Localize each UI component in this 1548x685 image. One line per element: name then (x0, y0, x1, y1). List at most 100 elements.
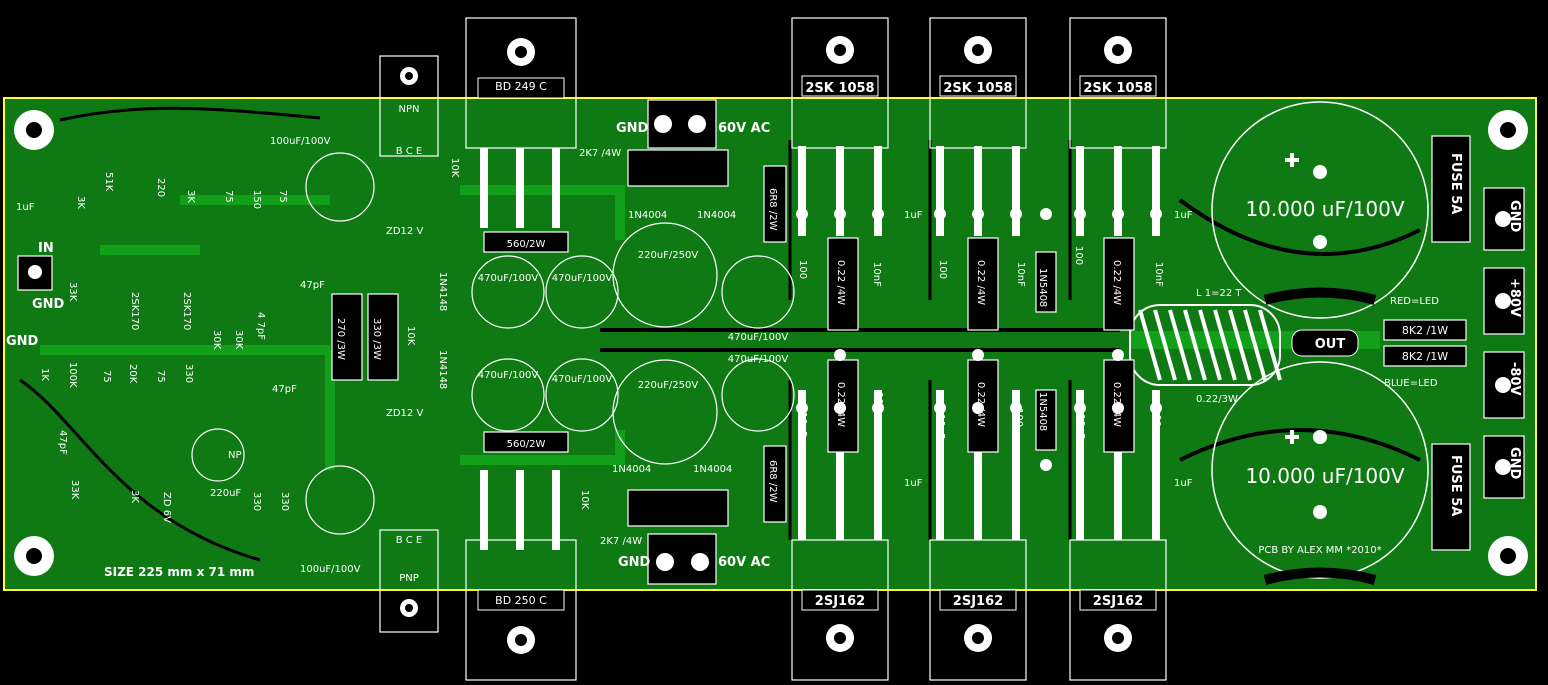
label-r33k-a: 33K (67, 282, 78, 302)
label-2k7-top: 2K7 /4W (579, 148, 621, 159)
label-minus80v: -80V (1507, 362, 1522, 396)
label-gnd-ac-top: GND (616, 121, 649, 136)
label-6r8-top: 6R8 /2W (767, 188, 778, 231)
label-bd249: BD 249 C (495, 80, 547, 93)
label-size: SIZE 225 mm x 71 mm (104, 565, 254, 579)
label-r10k-a: 10K (449, 158, 460, 178)
label-1n4004-a: 1N4004 (628, 210, 667, 221)
label-gnd-right-1: GND (1507, 200, 1522, 233)
label-2k7-bottom: 2K7 /4W (600, 536, 642, 547)
label-in: IN (38, 241, 54, 256)
label-r330-c: 330 (279, 492, 290, 511)
label-gnd-right-2: GND (1507, 447, 1522, 480)
label-r022-e: 0.22 /4W (975, 382, 986, 427)
label-r75-d: 75 (155, 370, 166, 383)
label-r75-c: 75 (101, 370, 112, 383)
label-r100-f: 100 (1151, 408, 1162, 427)
label-2sk170-b: 2SK170 (181, 292, 192, 330)
label-47pf-a: 47pF (300, 280, 325, 291)
label-1n4148-b: 1N4148 (437, 350, 448, 389)
label-r10k-b: 10K (405, 326, 416, 346)
driver-transistor-footprints (379, 17, 577, 681)
label-2sj162-1: 2SJ162 (815, 594, 865, 609)
label-8k2-b: 8K2 /1W (1402, 350, 1448, 363)
label-47pf-c: 47pF (57, 430, 68, 455)
label-60v-ac-top: 60V AC (718, 121, 770, 136)
label-560-top: 560/2W (507, 239, 546, 250)
label-47pf-b: 47pF (272, 384, 297, 395)
label-blue-led: BLUE=LED (1384, 378, 1438, 389)
label-r150: 150 (251, 190, 262, 209)
label-r100-b: 100 (937, 260, 948, 279)
label-6r8-bottom: 6R8 /2W (767, 460, 778, 503)
filter-capacitors (1211, 101, 1429, 585)
label-c10nf-a: 10nF (871, 262, 882, 287)
label-r30k-a: 30K (211, 330, 222, 350)
power-resistors (331, 135, 1471, 551)
label-022-3w: 0.22/3W (1196, 394, 1238, 405)
label-470uf-a: 470uF/100V (478, 273, 539, 284)
label-c1uf-a: 1uF (904, 210, 923, 221)
label-r100-c: 100 (1073, 246, 1084, 265)
label-47pf-d: 4 7pF (255, 312, 266, 340)
label-2sk1058-3: 2SK 1058 (1083, 81, 1152, 96)
mosfet-top-footprints (791, 17, 1167, 236)
label-r100k: 100K (67, 362, 78, 388)
label-2sj162-3: 2SJ162 (1093, 594, 1143, 609)
label-1n5408-a: 1N5408 (1037, 268, 1048, 307)
label-credit: PCB BY ALEX MM *2010* (1258, 545, 1381, 556)
label-220uf-bottom: 220uF/250V (638, 380, 699, 391)
label-r022-d: 0.22 /4W (835, 382, 846, 427)
label-470uf-e: 470uF/100V (478, 370, 539, 381)
electrolytic-capacitors (191, 152, 795, 535)
label-np: NP (228, 450, 242, 461)
label-r51k: 51K (103, 172, 114, 192)
label-red-led: RED=LED (1390, 296, 1439, 307)
label-2sk1058-1: 2SK 1058 (805, 81, 874, 96)
label-r3k-c: 3K (129, 490, 140, 503)
label-coil: L 1=22 T (1196, 288, 1242, 299)
label-r10k-c: 10K (579, 490, 590, 510)
label-100uf-top: 100uF/100V (270, 136, 331, 147)
label-r1k: 1K (39, 368, 50, 381)
label-bd250: BD 250 C (495, 594, 547, 607)
label-r022-f: 0.22 /4W (1111, 382, 1122, 427)
label-1n4004-c: 1N4004 (612, 464, 651, 475)
label-plus80v: +80V (1507, 278, 1522, 317)
label-fuse-top: FUSE 5A (1448, 153, 1463, 214)
label-npn: NPN (399, 104, 420, 115)
label-bce-top: B C E (396, 146, 423, 157)
label-1n4004-b: 1N4004 (697, 210, 736, 221)
label-r30k-b: 30K (233, 330, 244, 350)
label-1n5408-b: 1N5408 (1037, 392, 1048, 431)
label-2sk170-a: 2SK170 (129, 292, 140, 330)
label-bce-bottom: B C E (396, 535, 423, 546)
label-c10nf-c: 10nF (1153, 262, 1164, 287)
label-470uf-c: 470uF/100V (728, 332, 789, 343)
mosfet-bottom-footprints (791, 390, 1167, 681)
label-zd12-bottom: ZD12 V (386, 408, 423, 419)
label-470uf-b: 470uF/100V (552, 273, 613, 284)
label-c1uf-d: 1uF (1174, 478, 1193, 489)
label-zd12-top: ZD12 V (386, 226, 423, 237)
label-r20k: 20K (127, 364, 138, 384)
label-100uf-bottom: 100uF/100V (300, 564, 361, 575)
pads (28, 115, 1511, 571)
label-r100-a: 100 (797, 260, 808, 279)
label-60v-ac-bottom: 60V AC (718, 555, 770, 570)
label-r3k-a: 3K (75, 196, 86, 209)
label-r220: 220 (155, 178, 166, 197)
label-1uf: 1uF (16, 202, 35, 213)
label-1n4148-a: 1N4148 (437, 272, 448, 311)
label-c1uf-b: 1uF (1174, 210, 1193, 221)
board-outline (3, 97, 1537, 591)
label-560-bottom: 560/2W (507, 439, 546, 450)
label-r3k-b: 3K (185, 190, 196, 203)
label-r100-d: 100 (873, 392, 884, 411)
label-220uf-np: 220uF (210, 488, 241, 499)
mounting-holes (14, 110, 1528, 576)
label-470uf-f: 470uF/100V (552, 374, 613, 385)
label-r330-a: 330 (183, 364, 194, 383)
label-1n4004-d: 1N4004 (693, 464, 732, 475)
